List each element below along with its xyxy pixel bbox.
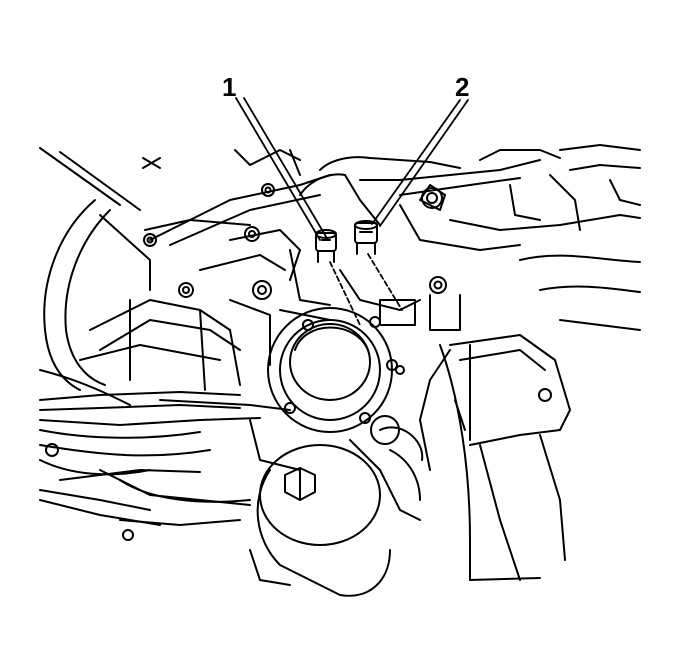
lower-left-tubing xyxy=(39,299,291,541)
lower-engine-block xyxy=(249,419,421,586)
bolt-2-drawing xyxy=(354,220,378,255)
oil-filter xyxy=(256,415,424,597)
right-bracket-plate xyxy=(419,334,571,581)
callout-number-1: 1 xyxy=(222,72,237,102)
mounting-bracket xyxy=(279,249,461,331)
callout-leader-lines xyxy=(235,97,469,326)
bolt-1-drawing xyxy=(315,229,337,263)
left-frame-members xyxy=(39,147,251,406)
callout-number-2: 2 xyxy=(455,72,470,102)
filter-housing-cap xyxy=(267,307,405,433)
upper-right-manifold xyxy=(299,144,641,331)
